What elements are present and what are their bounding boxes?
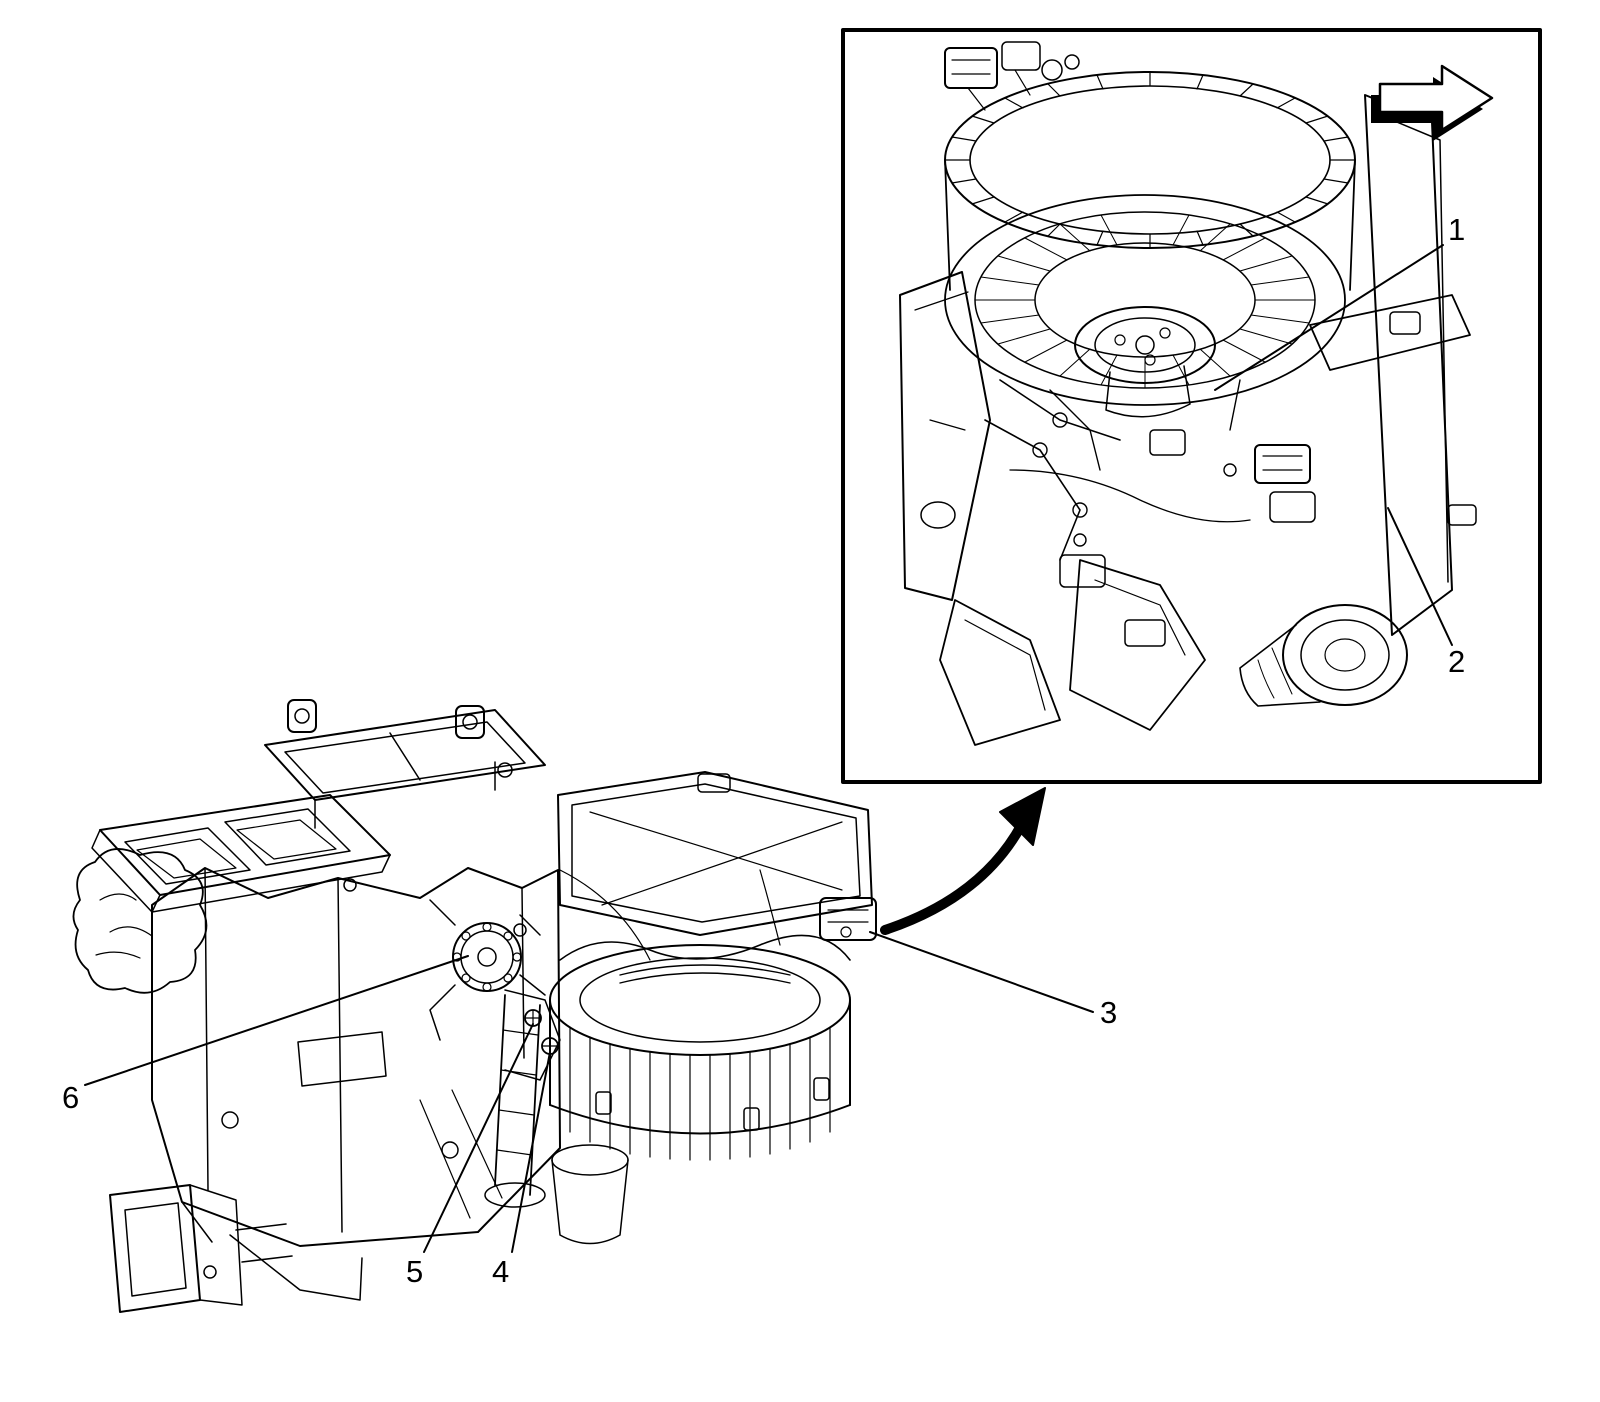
leader-line-4 xyxy=(511,1051,551,1253)
callout-label-2: 2 xyxy=(1448,644,1466,679)
outlet-duct-box xyxy=(109,1184,293,1313)
leader-line-2 xyxy=(1387,507,1453,646)
callout-label-3: 3 xyxy=(1100,995,1118,1030)
inset-motor-hub xyxy=(1074,306,1216,418)
callout-label-1: 1 xyxy=(1448,212,1466,247)
inset-linkages xyxy=(984,379,1316,588)
leader-lines xyxy=(84,244,1453,1253)
callout-label-5: 5 xyxy=(406,1254,424,1289)
leader-line-3 xyxy=(869,931,1094,1013)
mode-actuator xyxy=(429,899,546,1041)
leader-line-6 xyxy=(84,955,469,1086)
inset-bottom-brackets xyxy=(939,559,1206,746)
inset-detail-view xyxy=(841,28,1542,784)
callout-label-4: 4 xyxy=(492,1254,510,1289)
front-duct-frame xyxy=(91,794,391,913)
inset-left-bracket xyxy=(899,271,991,601)
inset-fan-wheel xyxy=(944,194,1346,406)
leader-line-1 xyxy=(1214,244,1444,391)
inset-blower-housing xyxy=(944,71,1356,291)
seal-blob xyxy=(72,848,208,994)
zoom-arrow xyxy=(880,787,1046,935)
leader-line-5 xyxy=(423,1023,534,1253)
inset-ribbed-cone xyxy=(1239,604,1408,707)
main-assembly xyxy=(72,699,877,1313)
inset-top-connectors xyxy=(944,41,1080,111)
harness-pipes xyxy=(559,869,851,984)
hvac-case-body xyxy=(151,867,561,1301)
inset-border xyxy=(841,28,1542,784)
callout-label-6: 6 xyxy=(62,1080,80,1115)
mounting-strut xyxy=(484,989,561,1208)
blower-drum xyxy=(549,897,877,1245)
upper-duct-frame xyxy=(264,699,546,829)
blower-top-cover xyxy=(557,771,873,936)
direction-arrow-icon xyxy=(1371,64,1494,141)
